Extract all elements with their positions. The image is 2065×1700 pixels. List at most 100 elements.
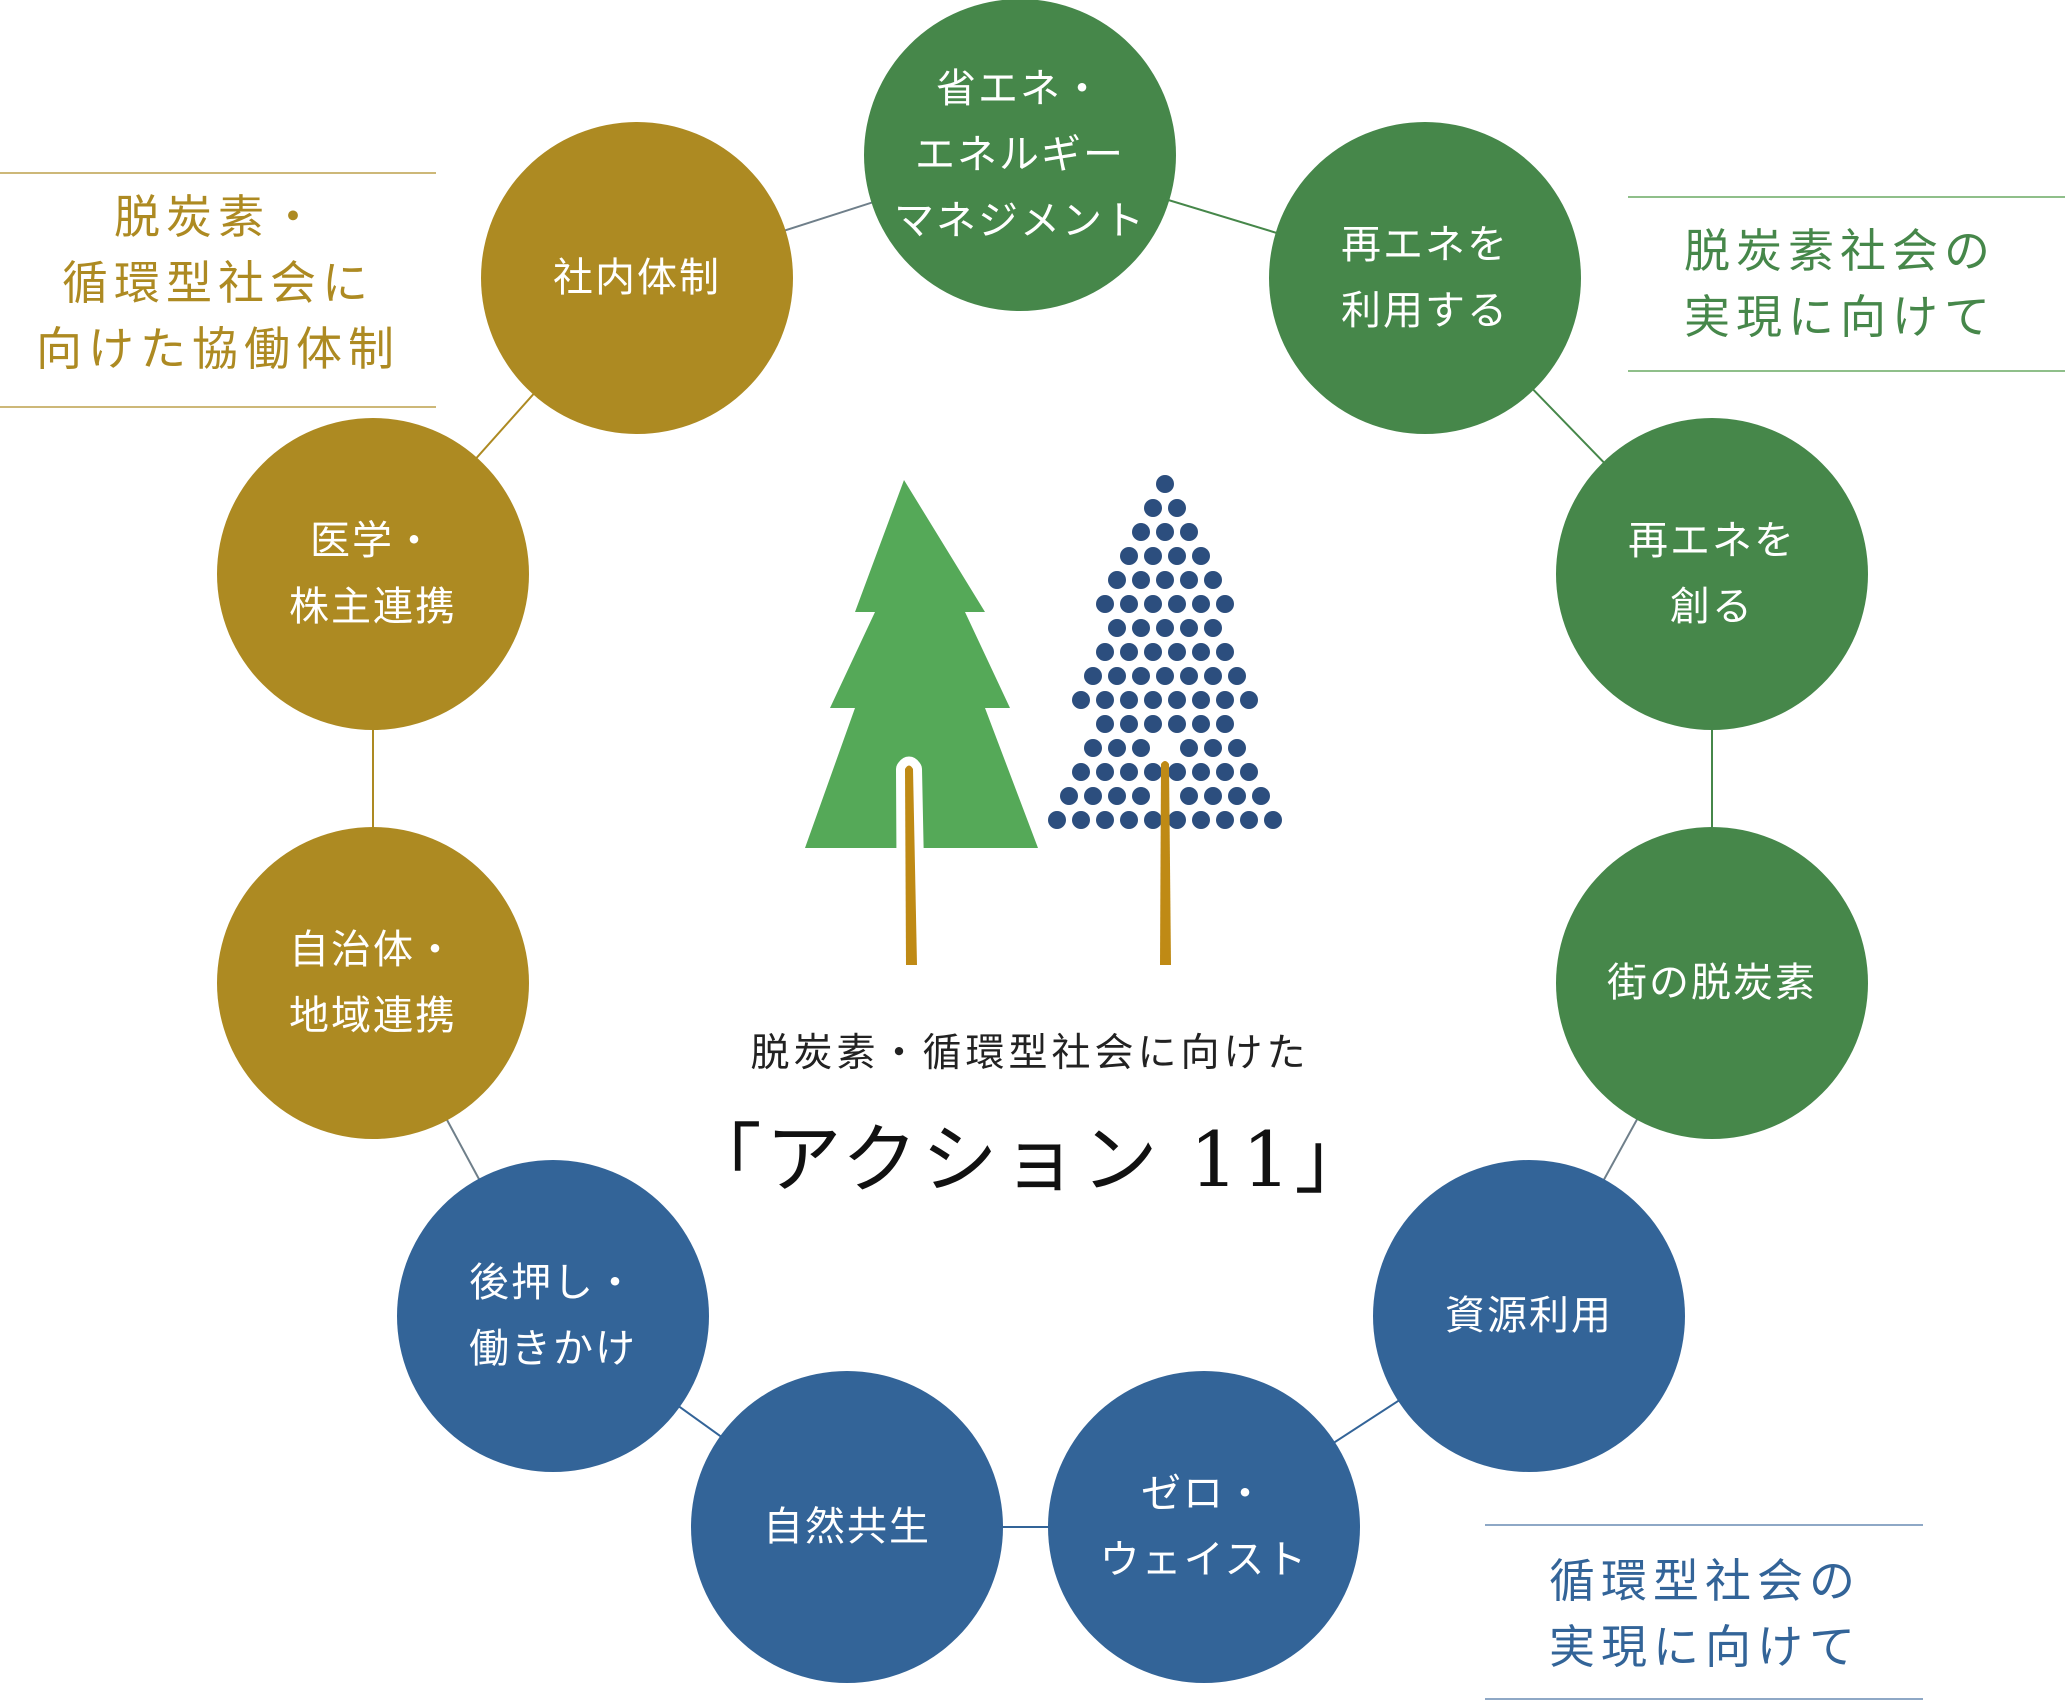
tree-dot: [1192, 691, 1210, 709]
action-node-resource-use: 資源利用: [1373, 1160, 1685, 1472]
action-node-zero-waste: ゼロ・ウェイスト: [1048, 1371, 1360, 1683]
tree-dot: [1192, 811, 1210, 829]
action-label-line: 再エネを: [1628, 508, 1796, 574]
action-label-line: 再エネを: [1341, 212, 1509, 278]
tree-dot: [1096, 595, 1114, 613]
group-label-circular: 循環型社会の 実現に向けて: [1485, 1548, 1925, 1680]
tree-dot: [1168, 715, 1186, 733]
action-node-municipal-regional: 自治体・地域連携: [217, 827, 529, 1139]
action-label-line: 医学・: [310, 508, 436, 574]
tree-dot: [1096, 763, 1114, 781]
tree-dot: [1156, 523, 1174, 541]
tree-dot: [1108, 739, 1126, 757]
action-node-nature-coexistence: 自然共生: [691, 1371, 1003, 1683]
tree-dot: [1144, 499, 1162, 517]
tree-dot: [1204, 571, 1222, 589]
tree-dot: [1180, 667, 1198, 685]
tree-dot: [1144, 691, 1162, 709]
tree-dot: [1168, 691, 1186, 709]
action-label-line: 街の脱炭素: [1607, 950, 1817, 1016]
tree-dot: [1216, 595, 1234, 613]
tree-dot: [1168, 763, 1186, 781]
tree-dot: [1120, 643, 1138, 661]
action-label-line: 省エネ・: [936, 56, 1104, 122]
tree-dot: [1132, 667, 1150, 685]
tree-dot: [1180, 787, 1198, 805]
action-node-town-decarbonization: 街の脱炭素: [1556, 827, 1868, 1139]
tree-dot: [1144, 715, 1162, 733]
group-label-collaboration: 脱炭素・ 循環型社会に 向けた協働体制: [8, 184, 428, 382]
tree-dot: [1144, 595, 1162, 613]
action-node-create-renewables: 再エネを創る: [1556, 418, 1868, 730]
tree-dot: [1072, 811, 1090, 829]
action-node-medical-shareholder: 医学・株主連携: [217, 418, 529, 730]
tree-dot: [1096, 643, 1114, 661]
tree-dot: [1204, 667, 1222, 685]
tree-dot: [1120, 715, 1138, 733]
action-label-line: 働きかけ: [469, 1316, 637, 1382]
collaboration-rule-top: [0, 172, 436, 174]
tree-dot: [1180, 619, 1198, 637]
action-label-line: エネルギー: [915, 122, 1125, 188]
action-label-line: 社内体制: [553, 245, 721, 311]
action-label-line: ウェイスト: [1100, 1527, 1309, 1593]
tree-dot: [1132, 571, 1150, 589]
dotted-tree-trunk: [1160, 761, 1171, 965]
tree-dot: [1240, 763, 1258, 781]
action-label-line: 後押し・: [469, 1250, 637, 1316]
action-node-internal-structure: 社内体制: [481, 122, 793, 434]
circular-rule-top: [1485, 1524, 1923, 1526]
tree-dot: [1228, 739, 1246, 757]
action-label-line: マネジメント: [894, 188, 1146, 254]
tree-dot: [1192, 715, 1210, 733]
tree-dot: [1216, 763, 1234, 781]
tree-dot: [1168, 811, 1186, 829]
tree-dot: [1252, 787, 1270, 805]
action-label-line: 自然共生: [763, 1494, 931, 1560]
group-label-decarbonization: 脱炭素社会の 実現に向けて: [1630, 218, 2050, 350]
tree-dot: [1120, 763, 1138, 781]
tree-dot: [1132, 739, 1150, 757]
tree-dot: [1084, 667, 1102, 685]
tree-dot: [1096, 811, 1114, 829]
tree-dot: [1216, 811, 1234, 829]
center-subtitle: 脱炭素・循環型社会に向けた: [660, 1022, 1400, 1078]
tree-dot: [1096, 715, 1114, 733]
tree-dot: [1156, 667, 1174, 685]
action-label-line: ゼロ・: [1141, 1461, 1267, 1527]
tree-dot: [1120, 691, 1138, 709]
tree-dot: [1144, 547, 1162, 565]
tree-dot: [1216, 715, 1234, 733]
action-label-line: 自治体・: [289, 917, 457, 983]
tree-dot: [1240, 691, 1258, 709]
tree-dot: [1156, 619, 1174, 637]
tree-dot: [1108, 787, 1126, 805]
tree-dot: [1108, 667, 1126, 685]
tree-dot: [1060, 787, 1078, 805]
tree-dot: [1168, 499, 1186, 517]
tree-dot: [1192, 595, 1210, 613]
tree-dot: [1156, 475, 1174, 493]
tree-dot: [1072, 763, 1090, 781]
action-label-line: 利用する: [1341, 278, 1509, 344]
tree-dot: [1144, 643, 1162, 661]
tree-dot: [1192, 643, 1210, 661]
tree-dot: [1168, 595, 1186, 613]
tree-dot: [1108, 619, 1126, 637]
tree-dot: [1180, 571, 1198, 589]
tree-dot: [1072, 691, 1090, 709]
tree-dot: [1120, 595, 1138, 613]
tree-dot: [1192, 547, 1210, 565]
center-title: 「アクション 11」: [660, 1098, 1400, 1208]
action-node-use-renewables: 再エネを利用する: [1269, 122, 1581, 434]
tree-dot: [1120, 547, 1138, 565]
tree-dot: [1240, 811, 1258, 829]
trees-illustration: [780, 470, 1300, 990]
tree-dot: [1180, 739, 1198, 757]
action-node-energy-management: 省エネ・エネルギーマネジメント: [864, 0, 1176, 311]
tree-dot: [1120, 811, 1138, 829]
tree-dot: [1204, 787, 1222, 805]
tree-dot: [1144, 811, 1162, 829]
action-label-line: 株主連携: [289, 574, 457, 640]
